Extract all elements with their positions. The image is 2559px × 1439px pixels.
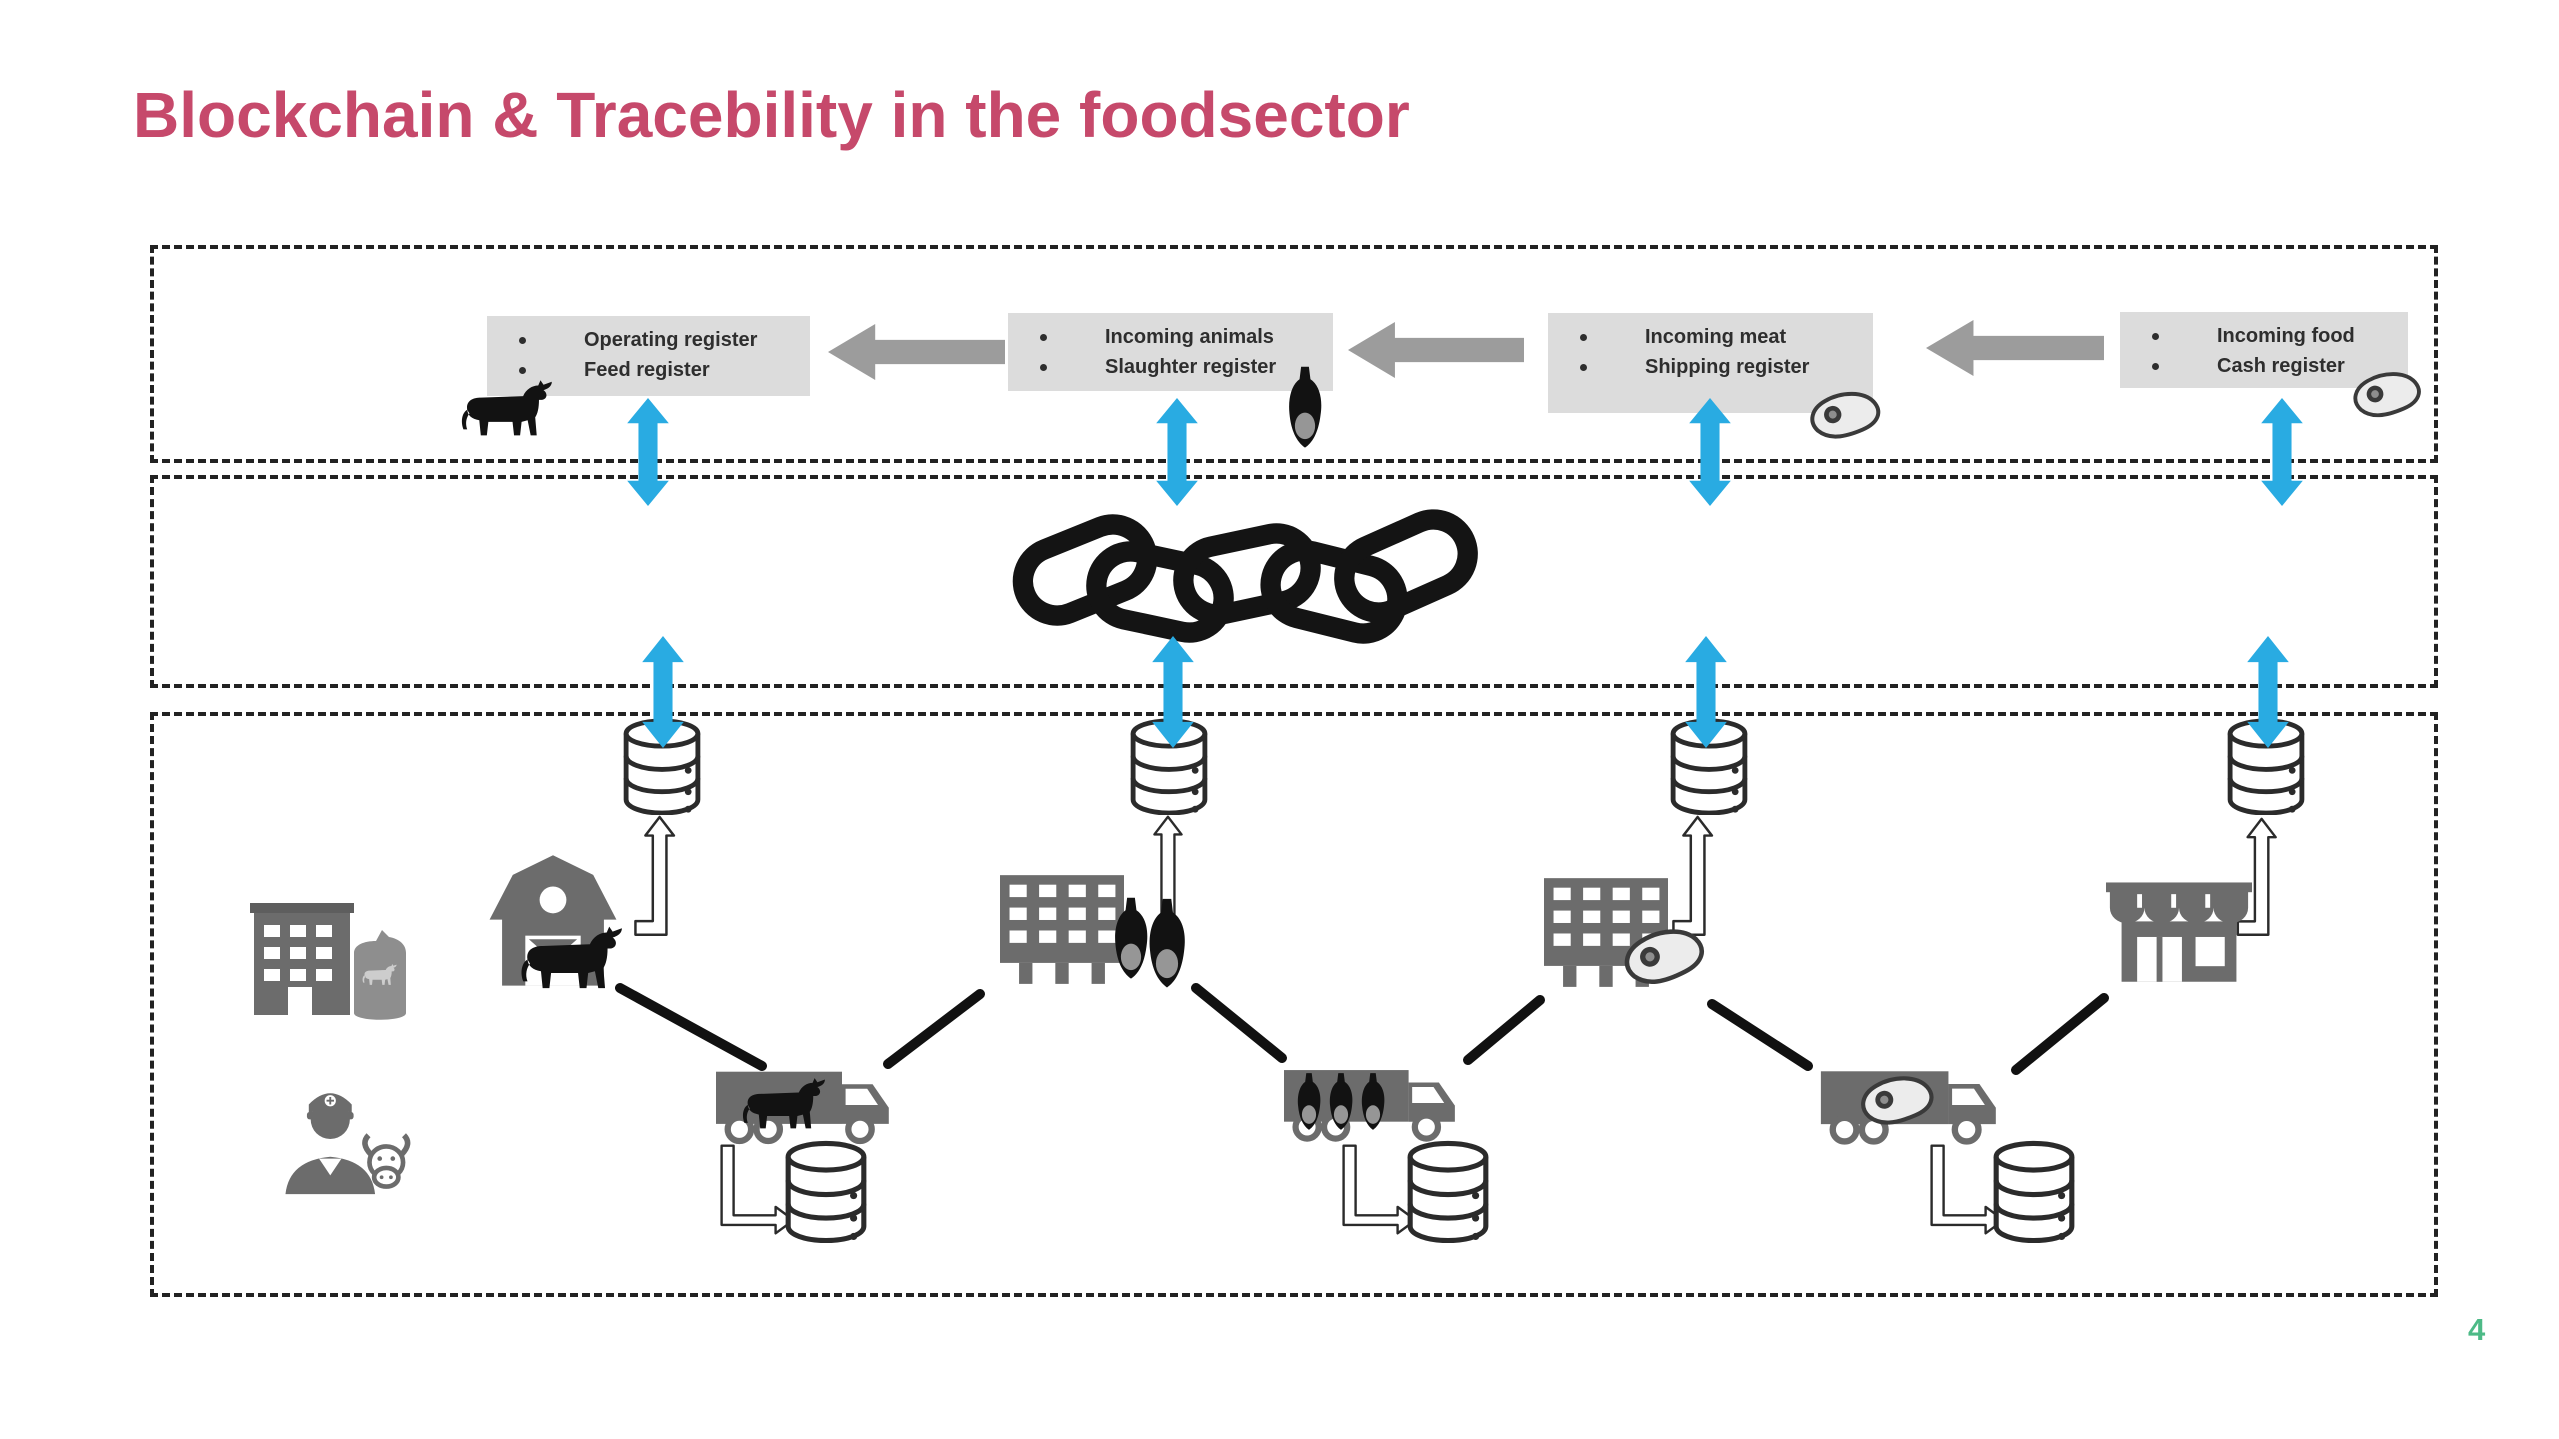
slide-title: Blockchain & Tracebility in the foodsect… [133,79,1410,151]
flow-left-arrow [1348,322,1524,378]
retail-store-icon [2106,882,2252,982]
sync-arrow-registers-blockchain [627,398,669,506]
farm-to-db-arrow [633,815,676,936]
sync-arrow-registers-blockchain [1156,398,1198,506]
register-item: Operating register [487,325,810,355]
register-item: Incoming animals [1008,322,1333,352]
supply-chain-connectors [615,983,2109,1075]
sync-arrow-registers-blockchain [1689,398,1731,506]
feed-mill-icon [250,903,406,1020]
flow-left-arrow [828,324,1005,380]
register-box-farm: Operating register Feed register [487,316,810,396]
transport-database-icon [1410,1143,1486,1240]
register-box-slaughterhouse: Incoming animals Slaughter register [1008,313,1333,391]
register-item: Slaughter register [1008,352,1333,382]
connector-farm-to-truck [615,983,767,1071]
truck-to-db-arrow [1342,1144,1417,1235]
register-list: Incoming food Cash register [2120,321,2408,381]
connector-processor-to-truck [1707,999,1813,1071]
register-cow-icon [461,380,552,436]
register-list: Incoming meat Shipping register [1548,322,1873,382]
flow-left-arrow [1926,320,2104,376]
hanging-carcass-icon [1149,898,1185,988]
register-carcass-icon [1289,366,1322,448]
register-list: Incoming animals Slaughter register [1008,322,1333,382]
supply-chain-layer-frame [150,712,2438,1297]
connector-truck-to-processor [1463,995,1545,1065]
transport-database-icon [1996,1143,2072,1240]
connector-truck-to-slaughterhouse [883,989,985,1069]
register-box-processor: Incoming meat Shipping register [1548,313,1873,413]
register-item: Incoming meat [1548,322,1873,352]
blockchain-chain-icon [1013,509,1479,641]
register-list: Operating register Feed register [487,325,810,385]
register-item: Shipping register [1548,352,1873,382]
truck-to-db-arrow [720,1144,795,1235]
veterinarian-icon [285,1093,407,1194]
page-number: 4 [2468,1312,2486,1347]
register-meat-icon [1809,389,1882,441]
truck-to-db-arrow [1930,1144,2005,1235]
connector-slaughterhouse-to-truck [1191,983,1287,1063]
processor-to-db-arrow [1671,815,1714,936]
transport-database-icon [788,1143,864,1240]
sync-arrow-registers-blockchain [2261,398,2303,506]
register-box-retail: Incoming food Cash register [2120,312,2408,388]
register-meat-icon [2350,367,2424,422]
blockchain-layer-frame [150,475,2438,688]
register-item: Cash register [2120,351,2408,381]
slaughterhouse-building-icon [1000,875,1124,984]
registers-layer-frame [150,245,2438,463]
register-item: Incoming food [2120,321,2408,351]
register-item: Feed register [487,355,810,385]
connector-truck-to-store [2011,993,2109,1075]
